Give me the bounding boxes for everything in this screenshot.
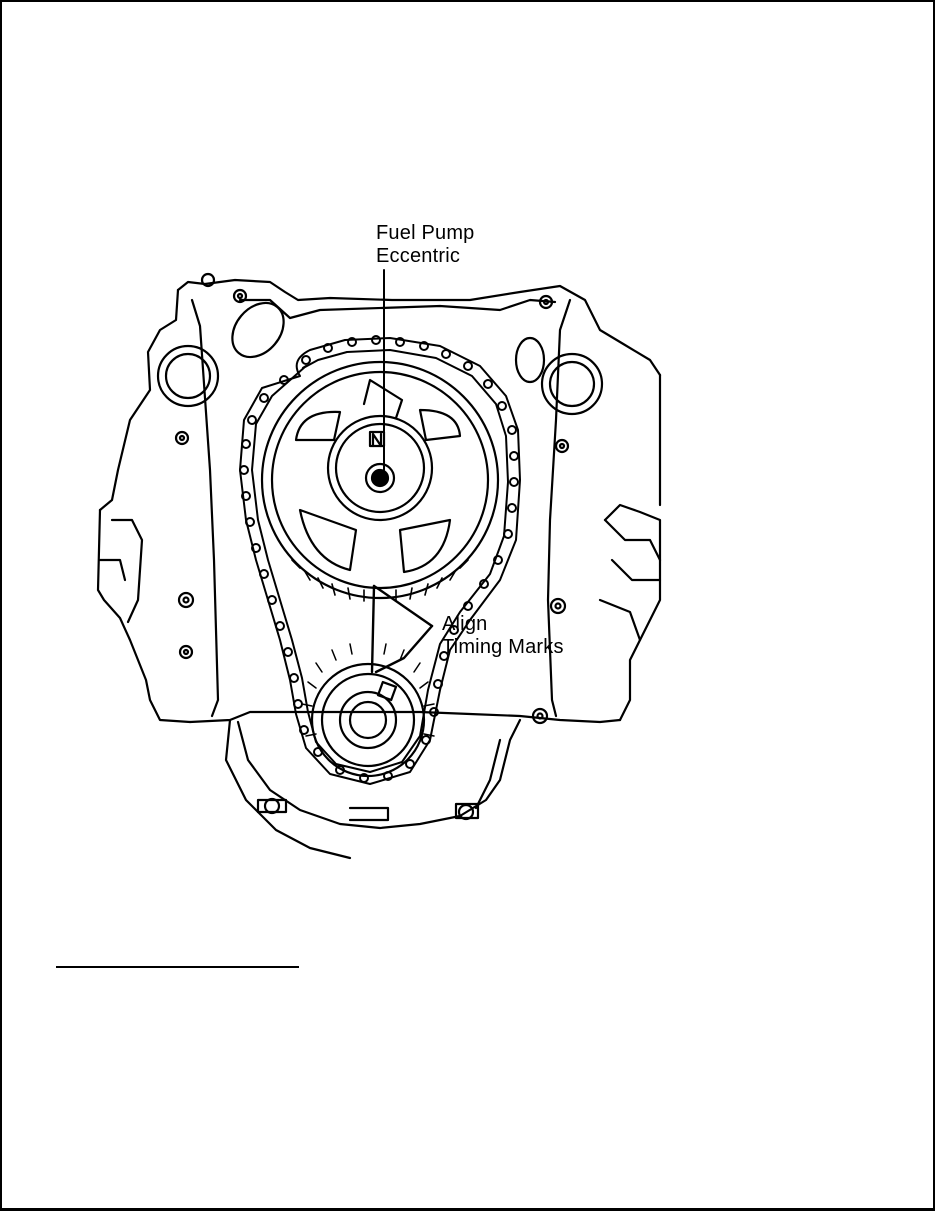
align-marks-leaders [370,584,434,674]
engine-block-outline [176,278,662,377]
fuel-pump-label-line2: Eccentric [376,245,461,267]
camshaft-sprocket [260,360,500,602]
right-bore [540,352,604,416]
timing-chain [239,335,521,785]
align-label-line1: Align [442,613,488,635]
footnote-rule [56,966,299,968]
fuel-pump-eccentric-label: Fuel Pump Eccentric [376,222,475,268]
left-bore [156,344,220,408]
fuel-pump-label-line1: Fuel Pump [376,222,475,244]
align-timing-marks-label: Align Timing Marks [442,613,564,659]
align-label-line2: Timing Marks [442,636,564,658]
crankshaft-sprocket [301,643,435,778]
